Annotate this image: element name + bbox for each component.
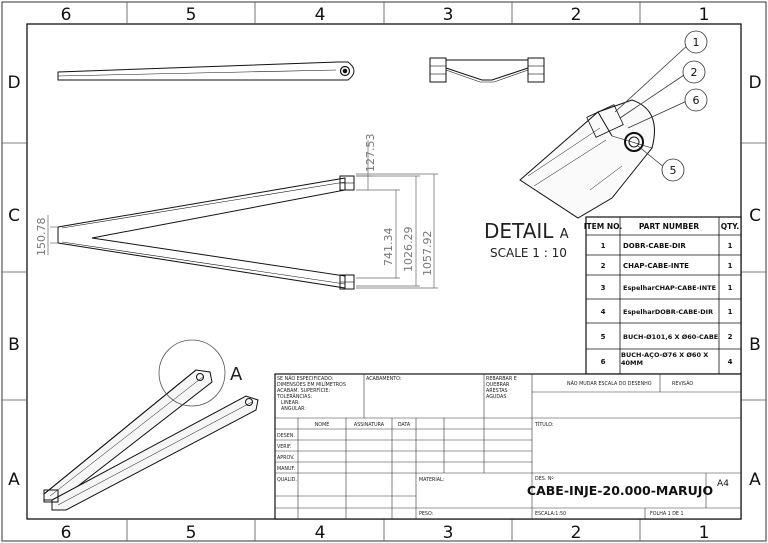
zone-row-right: B: [749, 335, 761, 355]
balloon-label: 1: [693, 36, 700, 49]
tb-note: DIMENSÕES EM MILÍMETROS: [277, 381, 346, 388]
zone-col-top: 2: [571, 5, 582, 25]
tb-peso: PESO:: [419, 511, 434, 517]
tb-rebarbar: REBARBAR E: [486, 376, 517, 382]
detail-view: [519, 99, 655, 219]
bom-part-number: EspelharCHAP-CABE-INTE: [623, 284, 716, 292]
dimension-1026: 1026.29: [402, 227, 415, 273]
tb-note: TOLERÂNCIAS:: [276, 393, 313, 400]
detail-callout-circle: [158, 339, 226, 407]
zone-col-top: 5: [186, 5, 197, 25]
tb-row-label: MANUF.: [277, 466, 295, 472]
bom-part-number: CHAP-CABE-INTE: [623, 262, 689, 270]
zone-col-top: 4: [315, 5, 326, 25]
zone-col-bottom: 3: [443, 523, 454, 543]
zone-col-bottom: 1: [699, 523, 710, 543]
tb-rebarbar: ARESTAS: [486, 388, 508, 394]
tb-des-no: DES. Nº: [535, 476, 554, 482]
bom-item-no: 4: [601, 308, 606, 316]
zone-col-bottom: 2: [571, 523, 582, 543]
bom-qty: 1: [728, 308, 733, 316]
bom-header: QTY.: [721, 222, 740, 231]
bom-item-no: 5: [601, 333, 606, 341]
tb-row-label: VERIF.: [277, 444, 292, 450]
zone-row-left: C: [8, 206, 20, 226]
tb-acabamento: ACABAMENTO:: [366, 376, 402, 382]
detail-title: DETAIL A: [484, 219, 569, 243]
tb-sheet-size: A4: [717, 479, 729, 489]
dimension-127: 127.53: [364, 134, 377, 173]
dimension-150: 150.78: [35, 218, 48, 257]
tb-rebarbar: AGUDAS: [486, 394, 506, 400]
detail-callout-letter: A: [230, 364, 243, 385]
bom-header: ITEM NO.: [584, 222, 623, 231]
zone-row-right: D: [748, 73, 761, 93]
tb-folha: FOLHA 1 DE 1: [650, 511, 684, 517]
bom-item-no: 3: [601, 284, 606, 292]
bom-qty: 4: [728, 358, 733, 366]
balloon-label: 2: [691, 66, 698, 79]
bom-item-no: 2: [601, 262, 606, 270]
tb-escala: ESCALA:1:50: [535, 511, 566, 517]
zone-col-top: 3: [443, 5, 454, 25]
bom-part-number: BUCH-AÇO-Ø76 X Ø60 X 40MM: [621, 351, 709, 367]
zone-col-bottom: 6: [61, 523, 72, 543]
tb-material: MATERIAL:: [419, 477, 445, 483]
balloon-label: 5: [670, 164, 677, 177]
end-view: [429, 57, 545, 83]
tb-note: ANGULAR:: [281, 406, 306, 412]
bom-table: ITEM NO. PART NUMBER QTY. 1 DOBR-CABE-DI…: [584, 216, 742, 375]
bom-item-no: 1: [601, 242, 606, 250]
tb-nao-mudar: NÃO MUDAR ESCALA DO DESENHO: [567, 380, 652, 387]
title-block: SE NÃO ESPECIFICADO: DIMENSÕES EM MILÍME…: [274, 373, 742, 520]
tb-row-label: APROV.: [277, 455, 294, 461]
bom-item-no: 6: [601, 358, 606, 366]
zone-row-right: C: [749, 206, 761, 226]
tb-rebarbar: QUEBRAR: [486, 382, 510, 388]
zone-row-right: A: [749, 470, 761, 490]
dimension-741: 741.34: [382, 228, 395, 267]
bom-qty: 1: [728, 262, 733, 270]
dimension-1057: 1057.92: [421, 231, 434, 277]
bom-qty: 2: [728, 333, 733, 341]
tb-row-label: QUALID.: [277, 477, 297, 483]
zone-col-top: 6: [61, 5, 72, 25]
tb-titulo: TÍTULO:: [534, 421, 554, 428]
balloons: [614, 30, 708, 182]
balloon-label: 6: [693, 94, 700, 107]
tb-col-header: ASSINATURA: [354, 422, 385, 428]
isometric-view: [43, 369, 259, 511]
zone-col-bottom: 4: [315, 523, 326, 543]
zone-row-left: D: [7, 73, 20, 93]
dimension-lines: [47, 140, 438, 289]
bom-part-number: DOBR-CABE-DIR: [623, 242, 686, 250]
tb-col-header: DATA: [398, 422, 411, 428]
tb-revisao: REVISÃO: [672, 380, 693, 387]
bom-qty: 1: [728, 242, 733, 250]
bom-header: PART NUMBER: [639, 222, 699, 231]
tb-note: SE NÃO ESPECIFICADO:: [277, 375, 334, 382]
zone-col-top: 1: [699, 5, 710, 25]
top-view-arm: [57, 61, 355, 81]
tb-note: ACABAM. SUPERFÍCIE:: [277, 387, 330, 394]
zone-row-left: A: [8, 470, 20, 490]
bom-qty: 1: [728, 284, 733, 292]
tb-drawing-number: CABE-INJE-20.000-MARUJO: [527, 483, 713, 498]
tb-row-label: DESEN.: [277, 433, 295, 439]
front-view-v: [57, 175, 355, 290]
zone-row-left: B: [8, 335, 20, 355]
detail-scale: SCALE 1 : 10: [490, 246, 567, 260]
bom-part-number: BUCH-Ø101,6 X Ø60-CABE: [623, 333, 718, 341]
tb-note: LINEAR:: [281, 400, 300, 406]
bom-part-number: EspelharDOBR-CABE-DIR: [623, 308, 713, 316]
zone-col-bottom: 5: [186, 523, 197, 543]
tb-col-header: NOME: [315, 422, 330, 428]
